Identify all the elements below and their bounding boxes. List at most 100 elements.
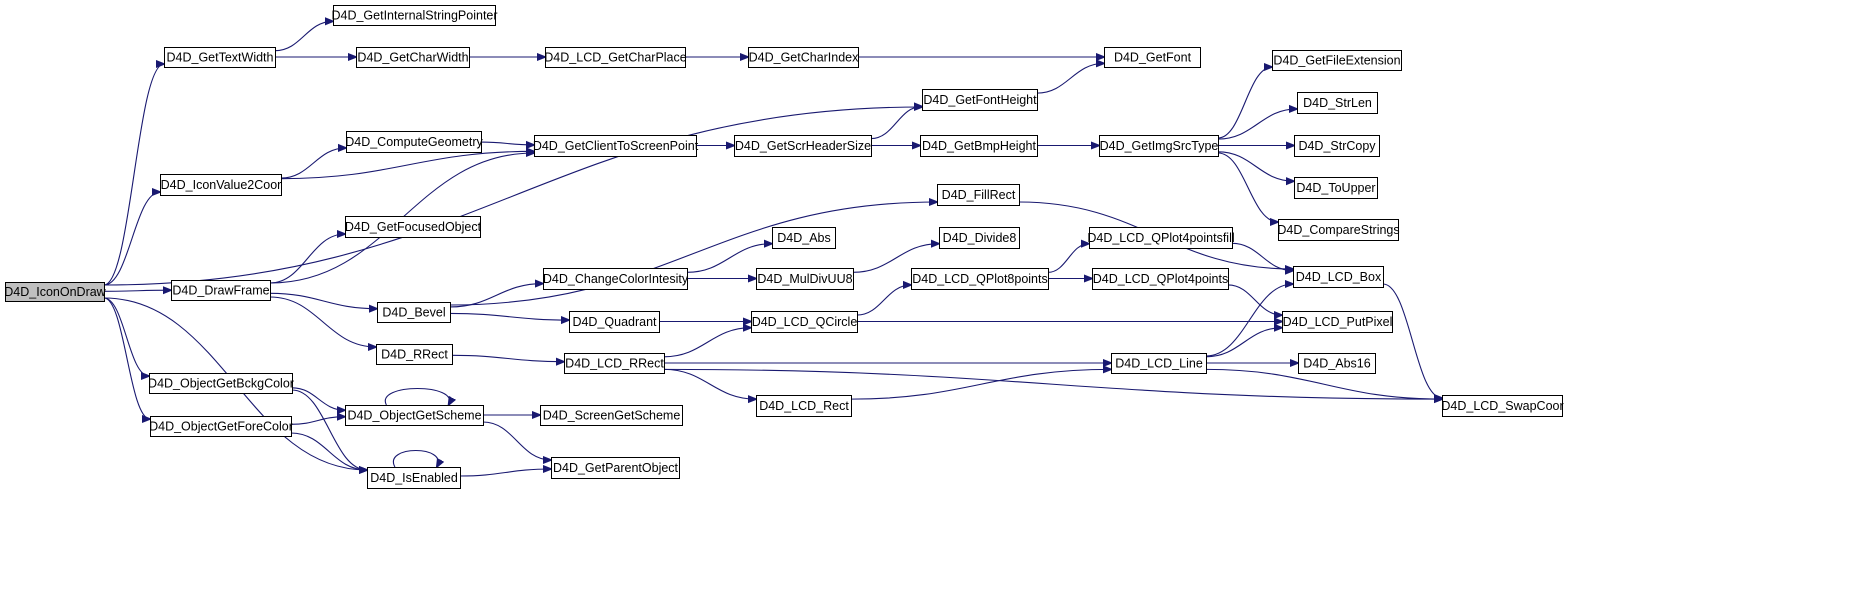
- node-LCD_SwapCoor[interactable]: D4D_LCD_SwapCoor: [1441, 395, 1564, 417]
- node-LCD_Line[interactable]: D4D_LCD_Line: [1111, 353, 1207, 374]
- node-GetScrHeaderSize[interactable]: D4D_GetScrHeaderSize: [734, 135, 872, 157]
- node-GetClientToScreenPoint[interactable]: D4D_GetClientToScreenPoint: [533, 135, 699, 157]
- node-LCD_QPlot4points[interactable]: D4D_LCD_QPlot4points: [1092, 268, 1229, 290]
- node-box[interactable]: [345, 216, 481, 238]
- node-box[interactable]: [756, 268, 854, 290]
- node-box[interactable]: [543, 268, 688, 290]
- node-LCD_PutPixel[interactable]: D4D_LCD_PutPixel: [1282, 311, 1393, 333]
- node-Divide8[interactable]: D4D_Divide8: [939, 227, 1020, 249]
- node-label: D4D_GetFocusedObject: [345, 220, 482, 234]
- node-CompareStrings[interactable]: D4D_CompareStrings: [1277, 219, 1400, 241]
- node-ToUpper[interactable]: D4D_ToUpper: [1294, 177, 1378, 199]
- node-LCD_RRect[interactable]: D4D_LCD_RRect: [564, 353, 665, 374]
- node-GetCharWidth[interactable]: D4D_GetCharWidth: [356, 47, 470, 68]
- node-box[interactable]: [356, 47, 470, 68]
- node-GetParentObject[interactable]: D4D_GetParentObject: [551, 457, 680, 479]
- node-LCD_Box[interactable]: D4D_LCD_Box: [1293, 266, 1384, 288]
- edge-GetImgSrcType-to-CompareStrings: [1217, 152, 1278, 222]
- node-RRect[interactable]: D4D_RRect: [376, 344, 453, 365]
- node-Abs[interactable]: D4D_Abs: [772, 227, 836, 249]
- node-LCD_QCircle[interactable]: D4D_LCD_QCircle: [751, 311, 858, 333]
- node-label: D4D_StrCopy: [1298, 139, 1376, 153]
- node-box[interactable]: [1272, 50, 1402, 71]
- node-box[interactable]: [534, 135, 697, 157]
- node-box[interactable]: [367, 467, 461, 489]
- node-box[interactable]: [150, 416, 292, 437]
- node-LCD_QPlot4pointsfill[interactable]: D4D_LCD_QPlot4pointsfill: [1087, 227, 1235, 249]
- node-box[interactable]: [1293, 266, 1384, 288]
- node-box[interactable]: [1282, 311, 1393, 333]
- node-label: D4D_GetCharIndex: [749, 50, 860, 64]
- node-box[interactable]: [160, 174, 282, 196]
- node-MulDivUU8[interactable]: D4D_MulDivUU8: [756, 268, 854, 290]
- node-box[interactable]: [911, 268, 1049, 290]
- node-box[interactable]: [920, 135, 1038, 157]
- node-Abs16[interactable]: D4D_Abs16: [1298, 353, 1376, 374]
- node-box[interactable]: [345, 405, 484, 426]
- node-box[interactable]: [551, 457, 680, 479]
- node-GetTextWidth[interactable]: D4D_GetTextWidth: [164, 47, 276, 68]
- node-box[interactable]: [1099, 135, 1219, 157]
- node-GetBmpHeight[interactable]: D4D_GetBmpHeight: [920, 135, 1038, 157]
- node-label: D4D_Divide8: [943, 231, 1017, 245]
- node-box[interactable]: [1442, 395, 1563, 417]
- node-box[interactable]: [1297, 92, 1378, 114]
- node-box[interactable]: [1298, 353, 1376, 374]
- node-StrCopy[interactable]: D4D_StrCopy: [1294, 135, 1380, 157]
- node-GetInternalStringPointer[interactable]: D4D_GetInternalStringPointer: [331, 5, 498, 26]
- node-box[interactable]: [376, 344, 453, 365]
- node-IconValue2Coor[interactable]: D4D_IconValue2Coor: [160, 174, 282, 196]
- node-FillRect[interactable]: D4D_FillRect: [937, 184, 1020, 206]
- node-box[interactable]: [564, 353, 665, 374]
- node-box[interactable]: [922, 89, 1038, 111]
- node-ScreenGetScheme[interactable]: D4D_ScreenGetScheme: [540, 405, 683, 426]
- node-box[interactable]: [171, 280, 271, 301]
- node-box[interactable]: [734, 135, 872, 157]
- edge-ObjectGetScheme-to-GetParentObject: [482, 421, 551, 460]
- node-ObjectGetBckgColor[interactable]: D4D_ObjectGetBckgColor: [148, 373, 294, 394]
- node-ChangeColorIntesity[interactable]: D4D_ChangeColorIntesity: [543, 268, 689, 290]
- node-label: D4D_GetFileExtension: [1273, 53, 1400, 67]
- node-box[interactable]: [164, 47, 276, 68]
- node-box[interactable]: [540, 405, 683, 426]
- node-box[interactable]: [569, 311, 660, 333]
- node-GetCharIndex[interactable]: D4D_GetCharIndex: [748, 47, 860, 68]
- node-Quadrant[interactable]: D4D_Quadrant: [569, 311, 660, 333]
- node-box[interactable]: [756, 395, 852, 417]
- node-GetFocusedObject[interactable]: D4D_GetFocusedObject: [345, 216, 482, 238]
- node-box[interactable]: [333, 5, 496, 26]
- node-box[interactable]: [149, 373, 293, 394]
- node-StrLen[interactable]: D4D_StrLen: [1297, 92, 1378, 114]
- node-GetFileExtension[interactable]: D4D_GetFileExtension: [1272, 50, 1402, 71]
- node-IsEnabled[interactable]: D4D_IsEnabled: [367, 467, 461, 489]
- node-box[interactable]: [772, 227, 836, 249]
- node-Bevel[interactable]: D4D_Bevel: [377, 302, 451, 323]
- node-ComputeGeometry[interactable]: D4D_ComputeGeometry: [345, 131, 484, 153]
- node-box[interactable]: [1278, 219, 1399, 241]
- node-GetFont[interactable]: D4D_GetFont: [1104, 47, 1201, 68]
- node-box[interactable]: [751, 311, 858, 333]
- node-ObjectGetForeColor[interactable]: D4D_ObjectGetForeColor: [149, 416, 293, 437]
- node-box[interactable]: [377, 302, 451, 323]
- node-box[interactable]: [1104, 47, 1201, 68]
- node-box[interactable]: [1092, 268, 1229, 290]
- node-LCD_QPlot8points[interactable]: D4D_LCD_QPlot8points: [911, 268, 1049, 290]
- node-box[interactable]: [1111, 353, 1207, 374]
- node-box[interactable]: [545, 47, 686, 68]
- node-IconOnDraw[interactable]: D4D_IconOnDraw: [4, 282, 107, 302]
- node-box[interactable]: [5, 282, 105, 302]
- node-box[interactable]: [939, 227, 1020, 249]
- node-box[interactable]: [1294, 177, 1378, 199]
- node-label: D4D_GetInternalStringPointer: [331, 8, 497, 22]
- node-box[interactable]: [1089, 227, 1233, 249]
- node-box[interactable]: [748, 47, 859, 68]
- node-DrawFrame[interactable]: D4D_DrawFrame: [171, 280, 271, 301]
- node-box[interactable]: [937, 184, 1020, 206]
- node-box[interactable]: [1294, 135, 1380, 157]
- node-box[interactable]: [346, 131, 482, 153]
- node-ObjectGetScheme[interactable]: D4D_ObjectGetScheme: [345, 405, 484, 426]
- node-GetImgSrcType[interactable]: D4D_GetImgSrcType: [1099, 135, 1219, 157]
- node-LCD_Rect[interactable]: D4D_LCD_Rect: [756, 395, 852, 417]
- node-LCD_GetCharPlace[interactable]: D4D_LCD_GetCharPlace: [544, 47, 687, 68]
- node-GetFontHeight[interactable]: D4D_GetFontHeight: [922, 89, 1038, 111]
